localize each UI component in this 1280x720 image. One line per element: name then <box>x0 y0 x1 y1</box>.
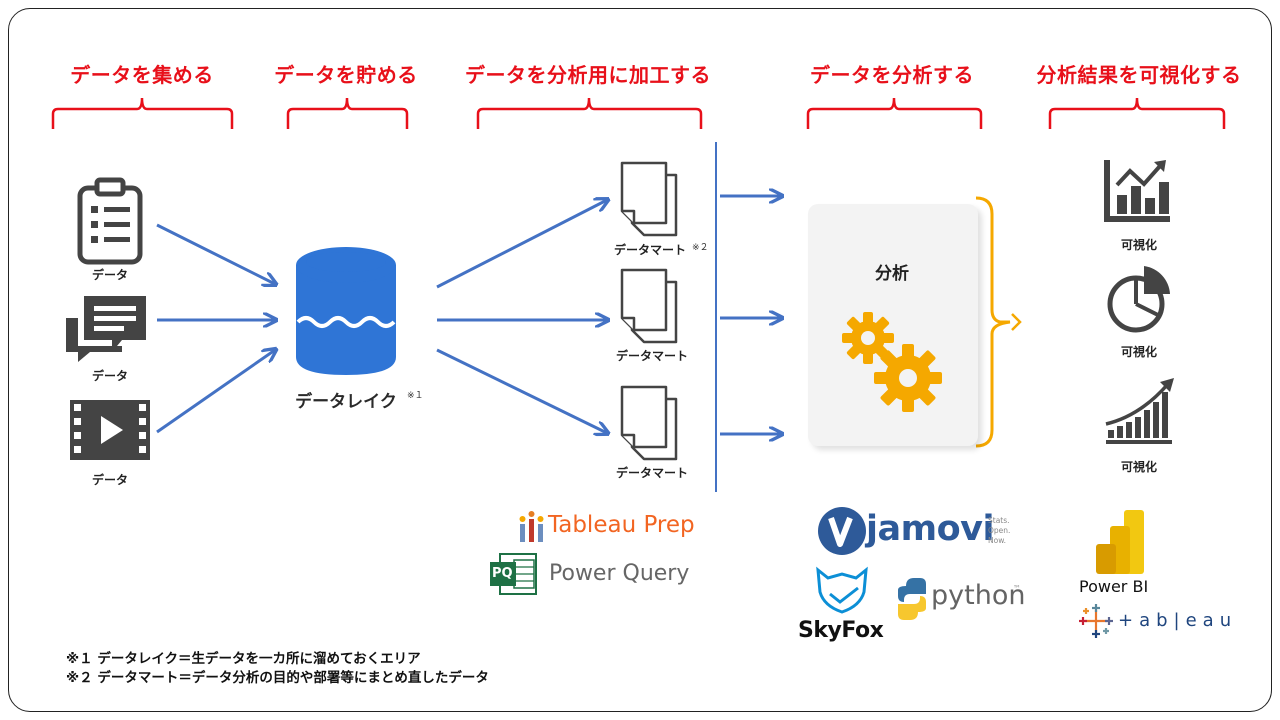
jamovi-tagline-1: Stats. <box>988 516 1010 525</box>
footnote-2: ※２ データマート＝データ分析の目的や部署等にまとめ直したデータ <box>66 670 489 686</box>
jamovi-tagline-2: Open. <box>988 526 1011 535</box>
python-logo-text: python <box>931 580 1026 611</box>
source-label-3: データ <box>91 473 129 487</box>
jamovi-tagline-3: Now. <box>988 536 1007 545</box>
gears-icon <box>842 312 942 412</box>
visualize-label-3: 可視化 <box>1120 460 1158 474</box>
python-logo-icon <box>898 578 926 620</box>
jamovi-logo-icon <box>818 507 866 555</box>
brace-analyze <box>806 97 983 129</box>
brace-collect <box>51 97 234 129</box>
source-label-1: データ <box>91 268 129 282</box>
clipboard-icon <box>77 177 143 265</box>
tableau-prep-logo-icon <box>519 511 544 542</box>
stage-title-visualize: 分析結果を可視化する <box>1036 63 1242 87</box>
skyfox-logo-text: SkyFox <box>798 618 884 643</box>
brace-prepare <box>476 97 703 129</box>
visualize-label-1: 可視化 <box>1120 238 1158 252</box>
analysis-title: 分析 <box>875 264 909 284</box>
arrows-to-lake <box>156 223 275 434</box>
document-icon-2 <box>620 268 678 344</box>
tableau-logo-text: +ab|eau <box>1118 610 1238 631</box>
slide-frame <box>8 8 1272 712</box>
visualize-label-2: 可視化 <box>1120 345 1158 359</box>
power-query-logo-badge: PQ <box>492 566 513 581</box>
analysis-bracket <box>975 196 1011 448</box>
stage-braces <box>51 97 1226 129</box>
stage-title-prepare: データを分析用に加工する <box>465 63 711 87</box>
jamovi-logo-text: jamovi <box>866 509 994 549</box>
datalake-note-mark: ※１ <box>407 391 424 401</box>
brace-visualize <box>1048 97 1226 129</box>
growth-chart-icon <box>1105 378 1174 444</box>
footnote-1: ※１ データレイク＝生データを一カ所に溜めておくエリア <box>66 651 421 667</box>
analysis-card <box>808 204 978 446</box>
mart-note-mark: ※２ <box>692 243 709 253</box>
mart-label-1: データマート <box>613 243 687 257</box>
stage-title-collect: データを集める <box>70 63 214 87</box>
pie-chart-icon <box>1107 266 1170 333</box>
stage-title-analyze: データを分析する <box>810 63 974 87</box>
bar-chart-icon <box>1104 160 1170 222</box>
arrows-to-marts <box>436 200 607 433</box>
datalake-label: データレイク <box>295 392 397 412</box>
video-icon <box>70 400 150 460</box>
document-icon-1 <box>620 161 678 237</box>
arrows-to-analysis <box>720 196 781 434</box>
brace-store <box>286 97 409 129</box>
stage-title-store: データを貯める <box>274 63 418 87</box>
mart-label-3: データマート <box>615 466 689 480</box>
power-query-logo-text: Power Query <box>549 561 690 586</box>
chat-icon <box>66 296 146 362</box>
python-trademark: ™ <box>1013 584 1021 593</box>
power-bi-logo-icon <box>1096 510 1144 574</box>
tableau-prep-logo-text: Tableau Prep <box>548 512 695 538</box>
datalake-icon <box>296 247 396 375</box>
bracket-arrow <box>1011 313 1022 331</box>
power-query-logo-icon <box>490 553 537 595</box>
mart-label-2: データマート <box>615 349 689 363</box>
power-bi-logo-text: Power BI <box>1079 577 1149 596</box>
source-label-2: データ <box>91 369 129 383</box>
document-icon-3 <box>620 385 678 461</box>
skyfox-logo-icon <box>816 566 868 614</box>
tableau-logo-icon <box>1079 604 1113 638</box>
